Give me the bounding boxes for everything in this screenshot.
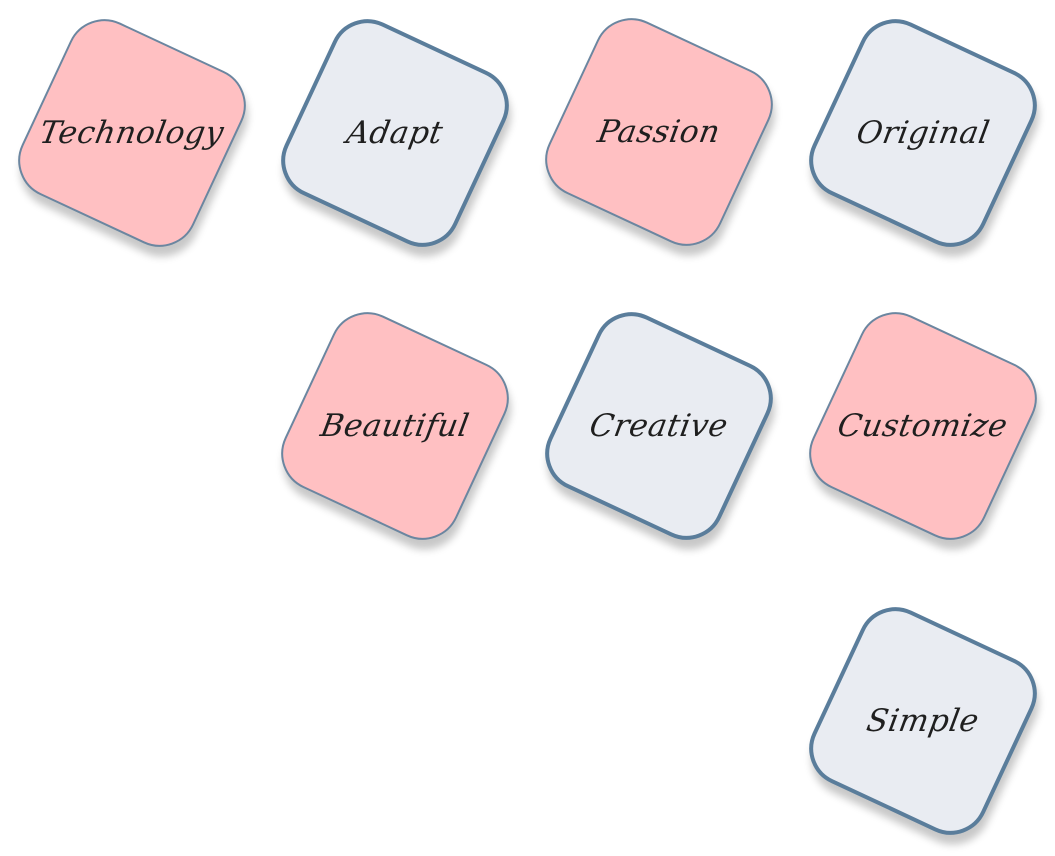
tile-technology: Technology bbox=[5, 6, 259, 260]
tile-label-customize: Customize bbox=[835, 407, 1011, 444]
tile-label-beautiful: Beautiful bbox=[317, 408, 473, 444]
tile-creative: Creative bbox=[532, 299, 786, 553]
tile-label-original: Original bbox=[853, 115, 993, 151]
tile-label-adapt: Adapt bbox=[344, 114, 446, 151]
tile-original: Original bbox=[796, 6, 1050, 260]
tile-adapt: Adapt bbox=[268, 6, 522, 260]
tile-passion: Passion bbox=[532, 5, 786, 259]
tile-label-technology: Technology bbox=[37, 114, 227, 151]
tile-beautiful: Beautiful bbox=[268, 299, 522, 553]
tile-simple: Simple bbox=[796, 594, 1050, 848]
tile-label-simple: Simple bbox=[863, 703, 983, 739]
tile-label-passion: Passion bbox=[594, 114, 724, 150]
tile-customize: Customize bbox=[796, 299, 1050, 553]
tile-label-creative: Creative bbox=[587, 407, 731, 444]
